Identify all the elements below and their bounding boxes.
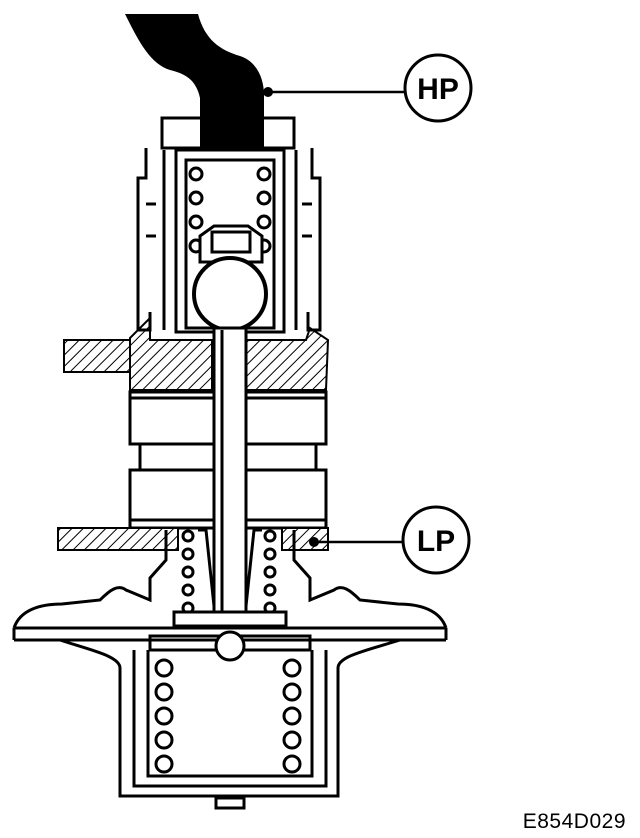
high-pressure-tube <box>125 14 264 150</box>
check-ball <box>192 256 268 332</box>
lower-housing-plate-left <box>57 527 179 551</box>
lp-label: LP <box>417 525 455 558</box>
upper-housing-plate-left <box>63 339 135 373</box>
valve-stem <box>212 326 248 630</box>
lower-ball <box>214 630 246 662</box>
lower-small-spring <box>181 529 277 615</box>
lp-callout: LP <box>309 505 471 575</box>
lower-cup-housing <box>59 634 401 810</box>
hp-label: HP <box>417 73 459 106</box>
spring-retainer <box>172 610 288 628</box>
lower-housing-plate-right <box>281 527 329 551</box>
housing-shoulder-right <box>243 326 330 391</box>
figure-code: E854D029 <box>522 810 626 833</box>
spring-guide <box>198 528 262 607</box>
lower-large-spring <box>154 658 302 774</box>
upper-spring <box>188 166 272 254</box>
ball-seat-recess <box>210 230 252 254</box>
lp-callout-circle <box>401 505 471 575</box>
upper-valve-body <box>136 116 322 334</box>
hp-callout-circle <box>403 53 473 123</box>
hp-callout: HP <box>263 53 473 123</box>
